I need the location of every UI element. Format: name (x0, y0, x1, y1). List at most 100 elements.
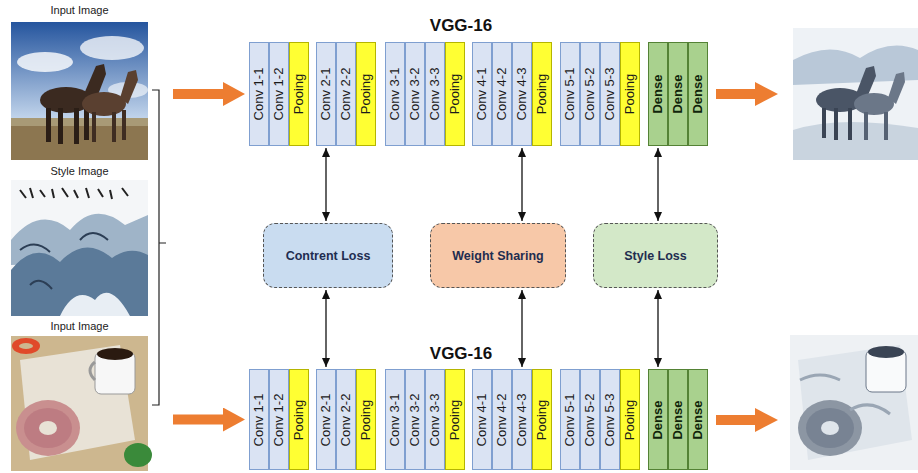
pooling-layer: Pooing (620, 42, 640, 146)
layer-label: Conv 2-1 (319, 68, 333, 121)
layer-label: Conv 4-3 (515, 68, 529, 121)
layer-label: Dense (651, 74, 665, 113)
pooling-layer: Pooing (445, 369, 465, 470)
stylized-coffee-output-part (798, 345, 912, 460)
bracket-part (152, 90, 166, 405)
stylized-coffee-output-part (821, 421, 839, 435)
coffee-photo-part (90, 362, 95, 380)
layer-label: Pooing (448, 399, 462, 439)
stylized-horse-output-part (864, 112, 868, 140)
layer-label: Pooing (623, 74, 637, 114)
link-arrow (325, 148, 326, 221)
layer-label: Pooing (292, 74, 306, 114)
output-arrow (716, 82, 778, 432)
conv-layer: Conv 5-2 (580, 369, 600, 470)
conv-layer: Conv 1-2 (269, 42, 289, 146)
horse-photo-part (74, 108, 79, 144)
image-caption: Input Image (11, 3, 148, 17)
conv-layer: Conv 3-1 (385, 369, 405, 470)
ink-painting (11, 180, 148, 316)
stylized-coffee-output-part (800, 375, 890, 414)
horse-photo-part (92, 112, 96, 142)
conv-layer: Conv 4-3 (512, 42, 532, 146)
horse-photo-part (17, 52, 73, 72)
stylized-horse-output-part (834, 108, 838, 140)
conv-layer: Conv 5-1 (560, 42, 580, 146)
layer-label: Conv 3-3 (428, 393, 442, 446)
link-arrow (521, 148, 522, 221)
stylized-horse-output-part (884, 112, 888, 140)
conv-layer: Conv 4-2 (492, 42, 512, 146)
stylized-horse-output (793, 28, 918, 160)
coffee-photo-part (24, 408, 72, 448)
image-caption: Style Image (11, 164, 148, 178)
layer-label: Conv 4-3 (515, 393, 529, 446)
conv-layer: Conv 5-1 (560, 369, 580, 470)
horse-photo-part (120, 70, 138, 104)
conv-layer: Conv 4-1 (472, 369, 492, 470)
output-arrow-part (755, 82, 778, 106)
coffee-photo-part (12, 338, 40, 354)
layer-label: Pooing (359, 399, 373, 439)
image-panel: Input Image (11, 319, 148, 471)
stylized-coffee-output-part (806, 408, 854, 448)
pooling-layer: Pooing (289, 369, 309, 470)
conv-layer: Conv 3-3 (425, 369, 445, 470)
link-arrow (325, 290, 326, 367)
horse-photo-part (11, 118, 148, 160)
image-panel: Input Image (11, 3, 148, 161)
layer-label: Dense (691, 400, 705, 439)
layer-label: Dense (691, 74, 705, 113)
conv-layer: Conv 3-3 (425, 42, 445, 146)
layer-label: Conv 5-3 (603, 393, 617, 446)
horse-photo-part (82, 92, 126, 116)
pooling-layer: Pooing (356, 42, 376, 146)
dense-layer: Dense (648, 42, 668, 146)
conv-layer: Conv 3-2 (405, 369, 425, 470)
loss-label: Style Loss (624, 249, 687, 263)
layer-label: Conv 1-2 (272, 393, 286, 446)
ink-painting-part (11, 247, 148, 316)
conv-layer: Conv 4-1 (472, 42, 492, 146)
horse-photo-part (11, 118, 148, 126)
loss-label: Weight Sharing (452, 249, 543, 263)
ink-painting-part (20, 233, 108, 289)
layer-label: Conv 5-1 (563, 68, 577, 121)
dense-layer: Dense (688, 369, 708, 470)
layer-label: Conv 3-3 (428, 68, 442, 121)
pooling-layer: Pooing (620, 369, 640, 470)
conv-layer: Conv 3-1 (385, 42, 405, 146)
stylized-horse-output-part (822, 108, 826, 138)
flow-arrow (173, 89, 223, 99)
coffee-photo-part (16, 400, 80, 456)
network-title: VGG-16 (430, 344, 492, 364)
image-panel: Style Image (11, 164, 148, 317)
conv-layer: Conv 2-1 (316, 369, 336, 470)
conv-layer: Conv 1-1 (249, 369, 269, 470)
stylized-coffee-output-part (868, 346, 904, 358)
horse-photo (11, 22, 148, 160)
link-arrow (657, 148, 658, 221)
loss-box: Contrent Loss (263, 223, 393, 288)
layer-label: Dense (651, 400, 665, 439)
stylized-horse-output-part (888, 72, 905, 104)
output-arrow-part (716, 415, 756, 425)
conv-layer: Conv 4-3 (512, 369, 532, 470)
layer-label: Conv 5-1 (563, 393, 577, 446)
layer-label: Pooing (535, 399, 549, 439)
layer-label: Conv 3-2 (408, 393, 422, 446)
stylized-coffee-output (790, 335, 918, 470)
layer-label: Conv 2-2 (339, 68, 353, 121)
layer-label: Pooing (623, 399, 637, 439)
conv-layer: Conv 5-3 (600, 369, 620, 470)
horse-photo-part (112, 112, 116, 142)
pooling-layer: Pooing (356, 369, 376, 470)
layer-label: Conv 2-1 (319, 393, 333, 446)
layer-label: Conv 5-2 (583, 393, 597, 446)
conv-layer: Conv 4-2 (492, 369, 512, 470)
layer-label: Conv 1-1 (252, 68, 266, 121)
layer-label: Dense (671, 400, 685, 439)
layer-label: Conv 4-2 (495, 393, 509, 446)
coffee-photo-part (19, 343, 33, 349)
